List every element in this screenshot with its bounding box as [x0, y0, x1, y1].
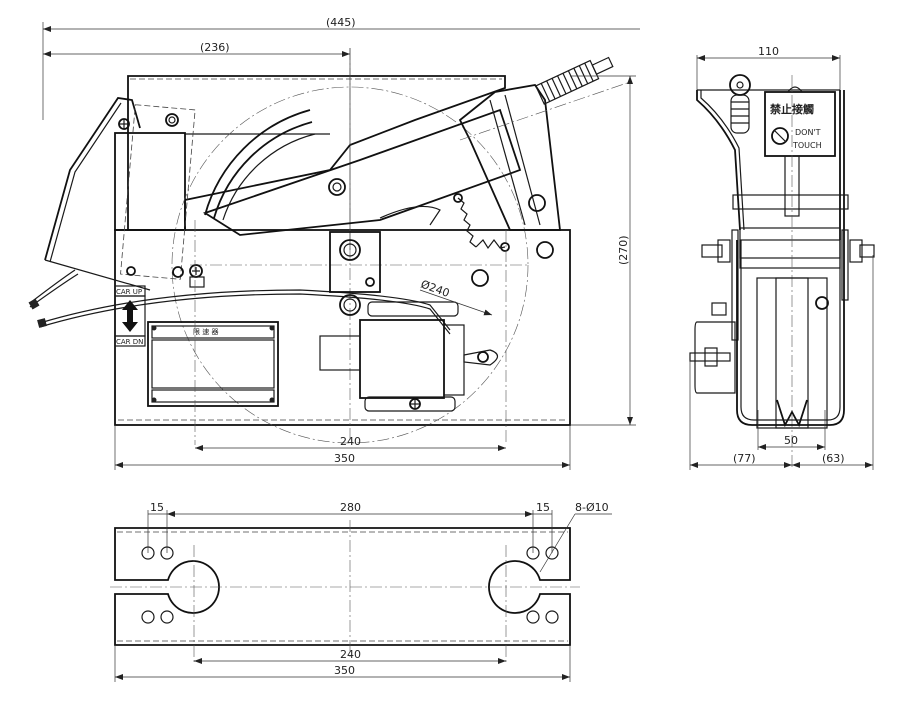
tension-spring-assembly: [459, 56, 631, 141]
warning-sign-cjk: 禁止接觸: [770, 102, 814, 116]
dimension-110: 110: [696, 45, 841, 90]
coil-spring: [453, 193, 510, 252]
dim-text-right-offset: (63): [822, 452, 845, 465]
holes-callout: 8-Ø10: [539, 501, 612, 573]
dim-text-height: (270): [617, 235, 630, 265]
cables: [28, 269, 451, 335]
dim-text-base-length-plan: 350: [334, 664, 355, 677]
bolt-icon: [165, 113, 179, 127]
remote-trip-solenoid: [319, 301, 499, 412]
sheave: [171, 48, 530, 444]
pivot-bolt-icon: [328, 178, 346, 196]
dimension-270: (270): [570, 75, 636, 426]
snap-ring-lower-icon: [536, 241, 554, 259]
dim-text-holes-callout: 8-Ø10: [575, 501, 609, 514]
side-view: 110 禁止接觸 DON'T TOUCH: [689, 45, 875, 470]
mounting-holes: [141, 546, 559, 624]
dim-text-mount-spacing: 240: [340, 435, 361, 448]
dim-text-overall-width: (445): [326, 16, 356, 29]
warning-sign-line2: TOUCH: [792, 141, 822, 150]
dim-text-hole-pitch-right: 15: [536, 501, 550, 514]
spring-stack: [729, 74, 751, 134]
dimension-236: (236): [43, 41, 351, 250]
warning-sign: 禁止接觸 DON'T TOUCH: [764, 86, 836, 157]
dim-text-groove-width: 50: [784, 434, 798, 447]
pivot-block: [329, 231, 489, 316]
up-down-arrow-icon: [122, 300, 138, 332]
lever-arm: [202, 108, 522, 236]
dimension-50: 50: [757, 410, 826, 450]
dimension-445: (445): [42, 16, 640, 120]
dim-text-sheave-diameter: Ø240: [419, 278, 451, 300]
dimension-240-front: 240: [195, 435, 506, 451]
dimension-350-base: 350: [114, 645, 571, 682]
nameplate-title: 限 速 器: [193, 327, 218, 336]
dim-text-partial-width: (236): [200, 41, 230, 54]
dim-text-hole-pitch-left: 15: [150, 501, 164, 514]
dimension-77-63: (77) (63): [689, 255, 874, 470]
dim-text-left-offset: (77): [733, 452, 756, 465]
no-touch-icon: [771, 127, 789, 145]
dimension-15-280-15: 15 280 15: [147, 501, 553, 553]
snap-ring-icon: [528, 194, 546, 212]
dim-text-slot-spacing: 240: [340, 648, 361, 661]
washer-icon: [172, 266, 184, 278]
screw-icon: [118, 118, 130, 130]
nameplate: 限 速 器: [147, 321, 279, 407]
dim-text-base-length: 350: [334, 452, 355, 465]
front-view: (445) (236): [28, 16, 640, 470]
car-dn-label: CAR DN: [116, 338, 143, 346]
electrical-switch-bracket: [44, 97, 196, 291]
car-up-label: CAR UP: [116, 288, 142, 296]
dim-text-hole-span: 280: [340, 501, 361, 514]
nut-icon: [126, 266, 136, 276]
dim-text-side-width: 110: [758, 45, 779, 58]
base-plan-view: 15 280 15 8-Ø10 240 350: [110, 501, 612, 682]
ratchet-housing: [458, 84, 562, 259]
dimension-350-front: 350: [114, 425, 571, 470]
side-sheave: [756, 277, 829, 429]
warning-sign-line1: DON'T: [795, 128, 821, 137]
direction-label: CAR UP CAR DN: [114, 285, 146, 347]
dimension-240-base: 240: [194, 648, 506, 664]
